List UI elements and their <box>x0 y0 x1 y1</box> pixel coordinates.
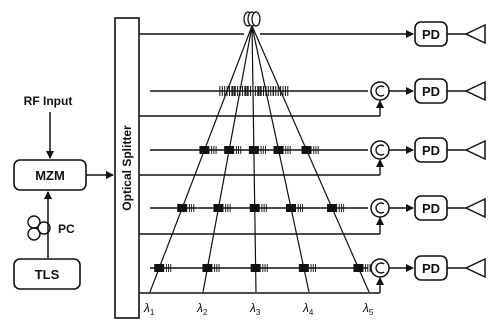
pd-label: PD <box>422 261 440 276</box>
fan-line-4 <box>251 25 310 293</box>
wavelength-label-2: λ2 <box>196 301 208 317</box>
fan-line-3 <box>251 25 257 293</box>
grating-block <box>213 204 224 212</box>
fiber-coil-icon <box>243 11 261 27</box>
wavelength-label-1: λ1 <box>143 301 155 317</box>
grating-block <box>327 204 338 212</box>
grating-block <box>353 264 364 272</box>
circulator-icon <box>370 258 390 278</box>
grating-block <box>224 146 235 154</box>
grating-rows <box>139 33 384 294</box>
grating-block <box>249 204 260 212</box>
grating-block <box>273 146 284 154</box>
grating-block <box>301 146 312 154</box>
pd-label: PD <box>422 201 440 216</box>
fan-line-1 <box>149 25 253 293</box>
antenna-icon <box>464 257 486 279</box>
tls-block: TLS <box>13 258 81 290</box>
circulator-icon <box>370 81 390 101</box>
wavelength-label-3: λ3 <box>249 301 261 317</box>
grating-block <box>286 204 296 212</box>
grating-block <box>298 264 309 272</box>
optical-splitter: Optical Splitter <box>114 17 140 319</box>
wavelength-label-4: λ4 <box>302 301 314 317</box>
pd-label: PD <box>422 27 440 42</box>
wavelength-label-5: λ5 <box>362 301 374 317</box>
mzm-block: MZM <box>13 159 87 191</box>
rf-input-label: RF Input <box>24 94 73 108</box>
circulator-icon <box>370 140 390 160</box>
polarization-controller-icon <box>27 215 51 241</box>
antenna-icon <box>464 197 486 219</box>
antenna-icon <box>464 23 486 45</box>
grating-block <box>202 264 213 272</box>
pd-label: PD <box>422 143 440 158</box>
pc-label: PC <box>58 222 75 236</box>
grating-block <box>154 264 165 272</box>
antenna-icon <box>464 139 486 161</box>
optical-splitter-label: Optical Splitter <box>120 125 134 211</box>
mzm-label: MZM <box>35 168 65 183</box>
antenna-icon <box>464 80 486 102</box>
tls-label: TLS <box>35 267 60 282</box>
grating-block <box>248 146 259 154</box>
grating-block <box>177 204 188 212</box>
circulator-icon <box>370 198 390 218</box>
pd-label: PD <box>422 84 440 99</box>
grating-block <box>250 264 261 272</box>
fan-line-2 <box>202 25 253 293</box>
wavelength-labels: λ1 λ2 λ3 λ4 λ5 <box>143 301 374 317</box>
grating-block <box>199 146 210 154</box>
fan-line-5 <box>251 25 370 293</box>
wavelength-fan <box>149 25 370 293</box>
output-chains: PD PD PD PD PD <box>260 21 486 281</box>
